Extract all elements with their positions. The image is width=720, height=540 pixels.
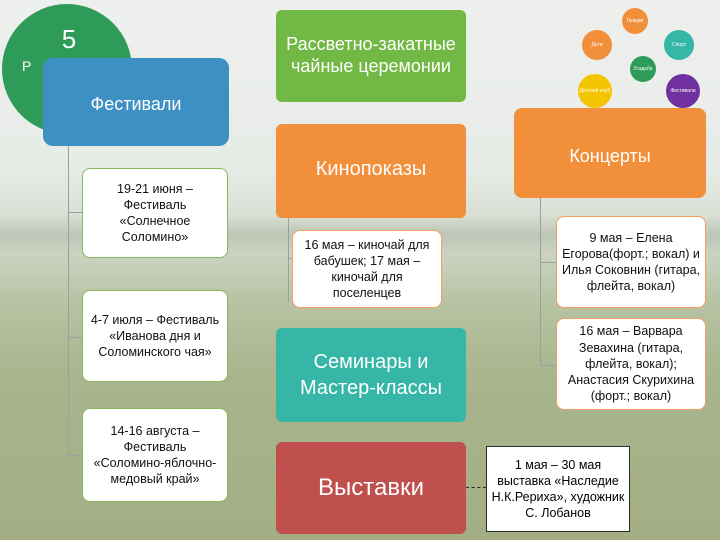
connector-branch: [288, 258, 294, 259]
concert-item[interactable]: 16 мая – Варвара Зевахина (гитара, флейт…: [556, 318, 706, 410]
mini-node: Лекции: [622, 8, 648, 34]
mini-diagram: Лекции Дети Спорт Усадьба Детский клуб Ф…: [560, 0, 700, 108]
mini-node: Фестивали: [666, 74, 700, 108]
concerts-header[interactable]: Концерты: [514, 108, 706, 198]
film-connector: [288, 218, 289, 302]
mini-node: Детский клуб: [578, 74, 612, 108]
film-detail[interactable]: 16 мая – киночай для бабушек; 17 мая – к…: [292, 230, 442, 308]
connector-branch: [540, 262, 556, 263]
festival-item[interactable]: 19-21 июня – Фестиваль «Солнечное Соломи…: [82, 168, 228, 258]
seminars-box[interactable]: Семинары и Мастер-классы: [276, 328, 466, 422]
circle-partial-letter: Р: [22, 58, 32, 74]
mini-node: Спорт: [664, 30, 694, 60]
connector-branch: [540, 365, 556, 366]
mini-node: Усадьба: [630, 56, 656, 82]
exhibition-note[interactable]: 1 мая – 30 мая выставка «Наследие Н.К.Ре…: [486, 446, 630, 532]
concert-item[interactable]: 9 мая – Елена Егорова(форт.; вокал) и Ил…: [556, 216, 706, 308]
festivals-connector: [68, 146, 69, 456]
connector-branch: [68, 455, 82, 456]
exhibitions-box[interactable]: Выставки: [276, 442, 466, 534]
festival-item[interactable]: 14-16 августа – Фестиваль «Соломино-ябло…: [82, 408, 228, 502]
circle-number: 5: [61, 24, 77, 54]
festival-item[interactable]: 4-7 июля – Фестиваль «Иванова дня и Соло…: [82, 290, 228, 382]
tea-ceremony-box[interactable]: Рассветно-закатные чайные церемонии: [276, 10, 466, 102]
mini-node: Дети: [582, 30, 612, 60]
connector-branch: [68, 337, 82, 338]
film-box[interactable]: Кинопоказы: [276, 124, 466, 218]
concerts-connector: [540, 198, 541, 366]
festivals-header[interactable]: Фестивали: [43, 58, 229, 146]
exhibition-dash-connector: [466, 487, 486, 488]
connector-branch: [68, 212, 82, 213]
